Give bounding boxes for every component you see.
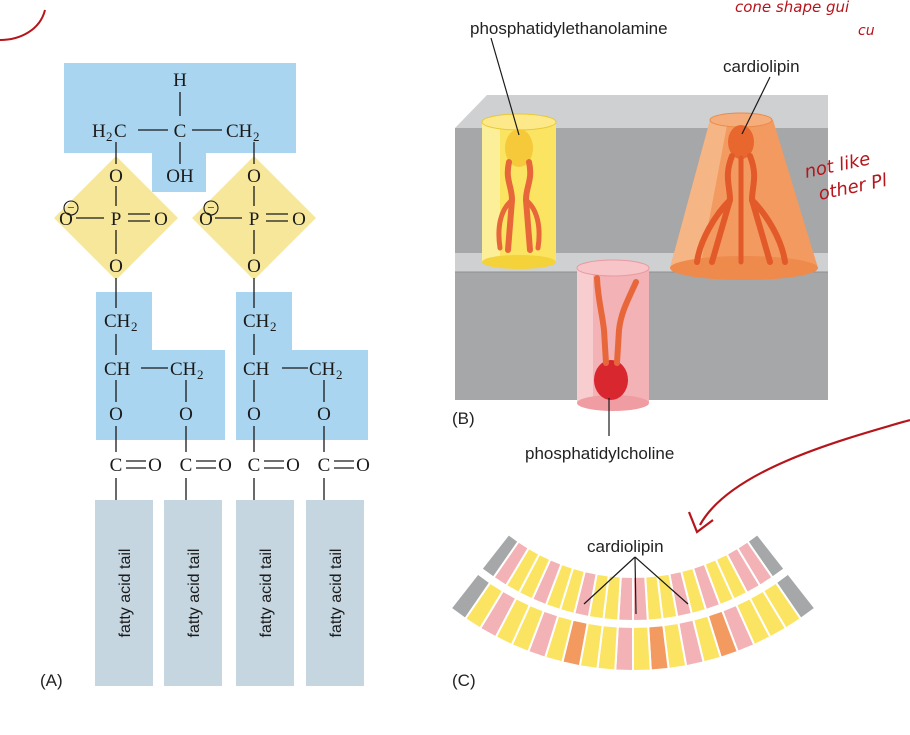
panel-b-label: (B): [452, 409, 475, 428]
bilayer-lipid-inner: [480, 532, 520, 580]
cardiolipin-cone: [670, 112, 818, 280]
svg-text:CH: CH: [104, 359, 131, 380]
svg-text:C: C: [248, 455, 261, 476]
svg-text:O: O: [148, 455, 162, 476]
fatty-acid-tail-label: fatty acid tail: [186, 549, 203, 638]
fatty-acid-tail-bar-4: [306, 500, 364, 686]
svg-text:2: 2: [197, 367, 204, 382]
svg-text:O: O: [247, 256, 261, 277]
svg-text:C: C: [114, 121, 127, 142]
svg-text:cone shape gui: cone shape gui: [735, 0, 850, 16]
svg-text:CH: CH: [226, 121, 253, 142]
fatty-acid-tail-bar-1: [95, 500, 153, 686]
svg-text:O: O: [109, 404, 123, 425]
fatty-acid-tail-label: fatty acid tail: [328, 549, 345, 638]
svg-text:−: −: [67, 200, 74, 215]
svg-text:2: 2: [106, 129, 113, 144]
chemical-bonds: [76, 92, 354, 500]
panel-a-label: (A): [40, 671, 63, 690]
svg-text:O: O: [356, 455, 370, 476]
svg-text:2: 2: [253, 129, 260, 144]
svg-text:cu: cu: [858, 23, 875, 39]
svg-text:CH: CH: [104, 311, 131, 332]
svg-text:2: 2: [336, 367, 343, 382]
svg-text:O: O: [179, 404, 193, 425]
svg-text:P: P: [249, 209, 260, 230]
panel-a-structure: H H 2 C C CH 2 OH O O − O P O O − O P O …: [40, 63, 370, 690]
svg-text:CH: CH: [243, 359, 270, 380]
svg-text:C: C: [180, 455, 193, 476]
svg-text:CH: CH: [170, 359, 197, 380]
svg-text:OH: OH: [166, 166, 194, 187]
glycerol-block-left: [96, 292, 225, 440]
svg-text:C: C: [174, 121, 187, 142]
svg-text:2: 2: [270, 319, 277, 334]
svg-text:C: C: [110, 455, 123, 476]
svg-text:P: P: [111, 209, 122, 230]
svg-text:O: O: [109, 166, 123, 187]
svg-text:2: 2: [131, 319, 138, 334]
phosphate-diamond-right: [192, 156, 316, 280]
label-cardiolipin-c: cardiolipin: [587, 537, 664, 556]
svg-text:CH: CH: [309, 359, 336, 380]
svg-text:O: O: [247, 404, 261, 425]
glycerol-block-right: [236, 292, 368, 440]
svg-text:O: O: [292, 209, 306, 230]
svg-text:O: O: [199, 209, 213, 230]
handwritten-annotations: cone shape gui cu not like other Pl: [0, 0, 910, 534]
label-phosphatidylethanolamine: phosphatidylethanolamine: [470, 19, 668, 38]
fatty-acid-tail-label: fatty acid tail: [258, 549, 275, 638]
svg-text:C: C: [318, 455, 331, 476]
svg-text:O: O: [317, 404, 331, 425]
label-cardiolipin-b: cardiolipin: [723, 57, 800, 76]
glycerol-backbone-block: [64, 63, 296, 192]
svg-text:H: H: [173, 70, 187, 91]
svg-text:O: O: [218, 455, 232, 476]
atom-labels: H H 2 C C CH 2 OH O O − O P O O − O P O …: [59, 70, 370, 476]
panel-b-membrane: phosphatidylethanolamine cardiolipin pho…: [452, 19, 828, 463]
svg-text:H: H: [92, 121, 106, 142]
svg-text:O: O: [247, 166, 261, 187]
svg-text:O: O: [59, 209, 73, 230]
panel-c-curved-bilayer: [449, 532, 817, 673]
svg-text:O: O: [286, 455, 300, 476]
svg-text:−: −: [207, 200, 214, 215]
bilayer-lipid-outer: [449, 572, 492, 621]
svg-text:CH: CH: [243, 311, 270, 332]
svg-text:O: O: [154, 209, 168, 230]
label-phosphatidylcholine: phosphatidylcholine: [525, 444, 674, 463]
phosphatidylcholine-cylinder: [576, 259, 650, 411]
svg-text:O: O: [109, 256, 123, 277]
panel-c-annotations: cardiolipin (C): [452, 537, 689, 690]
phosphate-diamond-left: [54, 156, 178, 280]
fatty-acid-tail-bar-2: [164, 500, 222, 686]
fatty-acid-tail-bar-3: [236, 500, 294, 686]
phosphatidylethanolamine-cylinder: [481, 113, 557, 269]
fatty-acid-tail-label: fatty acid tail: [117, 549, 134, 638]
bilayer-lipid-outer: [632, 625, 652, 673]
panel-c-label: (C): [452, 671, 476, 690]
